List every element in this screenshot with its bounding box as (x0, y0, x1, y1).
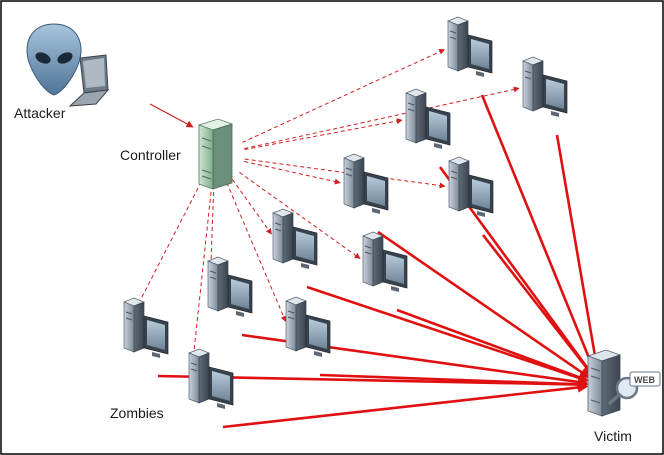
zombie-computer-4 (448, 156, 494, 217)
victim-node: WEB Victim (586, 349, 661, 444)
magnifier-web-icon: WEB (608, 371, 661, 405)
zombie-computer-8 (207, 256, 253, 317)
desktop-computer-icon (123, 297, 169, 358)
command-edge-3 (244, 118, 403, 150)
attacker-to-controller-arrow (149, 103, 194, 128)
command-edge-5 (244, 160, 341, 185)
zombie-nodes (123, 16, 568, 409)
desktop-computer-icon (272, 208, 318, 269)
attack-edge-2 (555, 134, 602, 374)
desktop-computer-icon (522, 56, 568, 117)
desktop-computer-icon (343, 153, 389, 214)
desktop-computer-icon (448, 156, 494, 217)
attack-edge-7 (396, 308, 589, 383)
command-edge-1 (242, 49, 446, 143)
desktop-computer-icon (405, 88, 451, 149)
controller-label: Controller (120, 147, 181, 163)
server-tower-icon (197, 118, 234, 190)
command-edge-7 (239, 172, 361, 259)
attack-edge-1 (480, 94, 597, 374)
zombie-computer-7 (362, 231, 408, 292)
zombie-computer-1 (447, 16, 493, 77)
desktop-computer-icon (207, 256, 253, 317)
attacker-label: Attacker (14, 105, 66, 121)
attack-edge-4 (481, 234, 593, 376)
command-edge-2 (244, 86, 520, 150)
zombie-computer-6 (272, 208, 318, 269)
attack-edge-11 (222, 382, 589, 429)
command-edge-6 (232, 179, 272, 235)
command-edge-11 (189, 184, 213, 374)
attack-edge-5 (377, 230, 591, 379)
zombie-computer-10 (123, 297, 169, 358)
command-edge-10 (128, 181, 202, 324)
attack-edge-6 (306, 285, 589, 383)
zombie-computer-9 (285, 296, 331, 357)
victim-label: Victim (594, 428, 632, 444)
desktop-computer-icon (188, 348, 234, 409)
zombie-computer-2 (522, 56, 568, 117)
zombie-computer-3 (405, 88, 451, 149)
alien-with-laptop-icon (26, 23, 110, 107)
desktop-computer-icon (447, 16, 493, 77)
attacker-node: Attacker (14, 23, 110, 121)
zombie-computer-5 (343, 153, 389, 214)
zombies-label: Zombies (110, 405, 164, 421)
desktop-computer-icon (362, 231, 408, 292)
zombie-computer-11 (188, 348, 234, 409)
web-server-icon (586, 349, 622, 417)
web-badge: WEB (634, 375, 655, 385)
controller-node: Controller (120, 118, 234, 190)
desktop-computer-icon (285, 296, 331, 357)
